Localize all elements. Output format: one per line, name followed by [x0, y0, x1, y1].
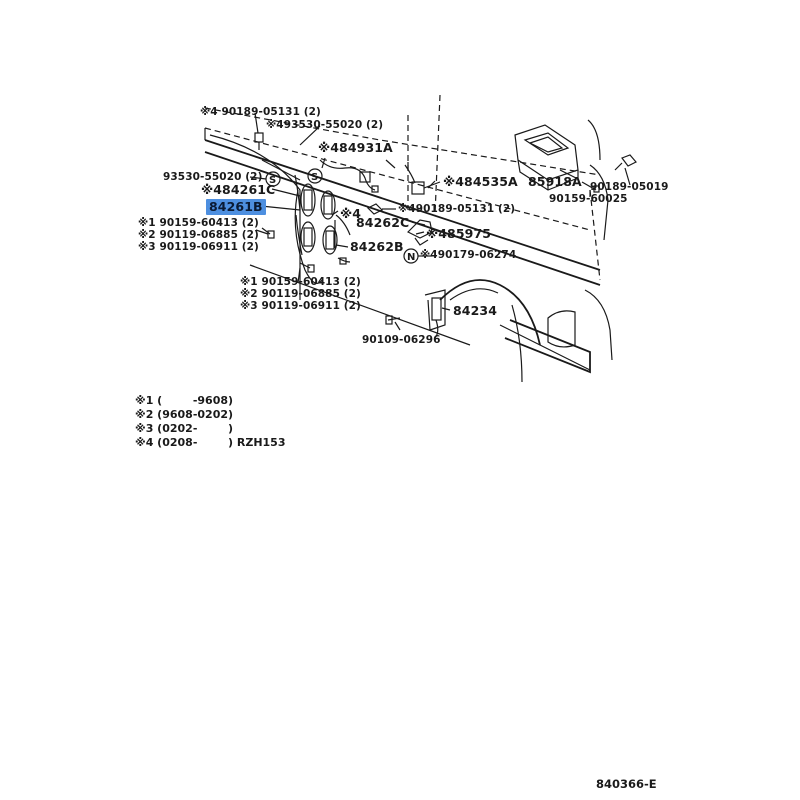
legend-item-2: ※2 (9608-0202): [135, 408, 234, 421]
part-label-90159-60025[interactable]: 90159-60025: [549, 193, 628, 205]
harness-84931a-shape: [319, 159, 379, 193]
switch-84234-shape: [424, 289, 446, 339]
part-label-star4-84262c[interactable]: ※4: [340, 206, 362, 221]
part-label-90119-06911-mid[interactable]: ※3 90119-06911 (2): [240, 300, 361, 312]
room-lamp-85918a-shape: [514, 124, 579, 191]
door-edge: [261, 159, 301, 181]
part-label-84931a[interactable]: ※484931A: [318, 140, 393, 155]
part-label-90119-06911-left[interactable]: ※3 90119-06911 (2): [138, 241, 259, 253]
clip-90189-05019-shape: [614, 154, 637, 171]
bolt-90109-06296-shape: [385, 315, 401, 325]
legend-item-3: ※3 (0202- ): [135, 422, 234, 435]
leader-lines: [249, 112, 631, 331]
fuel-lid: [547, 310, 576, 348]
screw-90159-60025-shape: [581, 181, 600, 193]
legend-item-4: ※4 (0208- ) RZH153: [135, 436, 286, 449]
svg-text:S: S: [311, 172, 318, 183]
part-label-84262c[interactable]: 84262C: [356, 215, 410, 230]
rear-lower-curve: [511, 304, 523, 383]
part-label-84535a[interactable]: ※484535A: [443, 174, 518, 189]
screw-left-shape: [261, 227, 275, 239]
harness-84535a-shape: [404, 162, 441, 195]
door-switch-84262b-shape: [322, 225, 351, 265]
part-label-90119-06885-left[interactable]: ※2 90119-06885 (2): [138, 229, 259, 241]
clip-90189-05131-top-shape: [254, 132, 264, 150]
part-label-84234[interactable]: 84234: [453, 303, 497, 318]
part-label-85975[interactable]: ※485975: [426, 226, 492, 241]
part-label-90179-06274[interactable]: ※490179-06274: [420, 249, 517, 261]
pillar-outline: [407, 94, 441, 216]
part-label-90189-05131-top[interactable]: ※4 90189-05131 (2): [200, 106, 321, 118]
door-front-curve: [209, 134, 301, 300]
part-label-90159-60413-mid[interactable]: ※1 90159-60413 (2): [240, 276, 361, 288]
part-label-93530-55020-left[interactable]: 93530-55020 (2): [163, 171, 263, 183]
s-marker-2: S: [307, 168, 323, 184]
rocker-panel: [504, 319, 591, 374]
rear-window-edge: [587, 119, 609, 241]
figure-code: 840366-E: [596, 777, 657, 791]
part-label-90189-05131-mid[interactable]: ※490189-05131 (2): [398, 203, 516, 215]
svg-text:S: S: [269, 175, 276, 186]
roof-outline-lower: [204, 127, 591, 231]
roof-outline: [204, 107, 601, 176]
side-panel-beltline: [204, 151, 601, 286]
svg-text:N: N: [407, 252, 415, 263]
part-label-90159-60413-left[interactable]: ※1 90159-60413 (2): [138, 217, 259, 229]
door-switch-84261b-shape: [295, 214, 316, 256]
rear-dash: [589, 189, 601, 281]
screw-lower-shape: [299, 262, 315, 273]
wheel-arch: [439, 279, 541, 346]
rear-quarter: [584, 289, 613, 361]
door-switch-84262c-shape: [320, 190, 351, 236]
cable-85975-shape: [406, 219, 441, 246]
part-label-93530-55020-top[interactable]: ※493530-55020 (2): [266, 119, 384, 131]
part-label-90119-06885-mid[interactable]: ※2 90119-06885 (2): [240, 288, 361, 300]
clip-90189-05131-mid-shape: [366, 203, 384, 215]
part-label-90189-05019[interactable]: 90189-05019: [590, 181, 669, 193]
part-label-84262b[interactable]: 84262B: [350, 239, 404, 254]
n-marker: N: [403, 248, 419, 264]
wheel-arch-inner: [449, 288, 499, 301]
legend-item-1: ※1 ( -9608): [135, 394, 234, 407]
part-label-84261b-highlighted[interactable]: 84261B: [206, 199, 266, 215]
part-label-85918a[interactable]: 85918A: [528, 174, 582, 189]
part-label-90109-06296[interactable]: 90109-06296: [362, 334, 441, 346]
switch-cord: [294, 189, 323, 284]
side-panel-sill: [249, 264, 591, 371]
part-label-84261c[interactable]: ※484261C: [201, 182, 276, 197]
